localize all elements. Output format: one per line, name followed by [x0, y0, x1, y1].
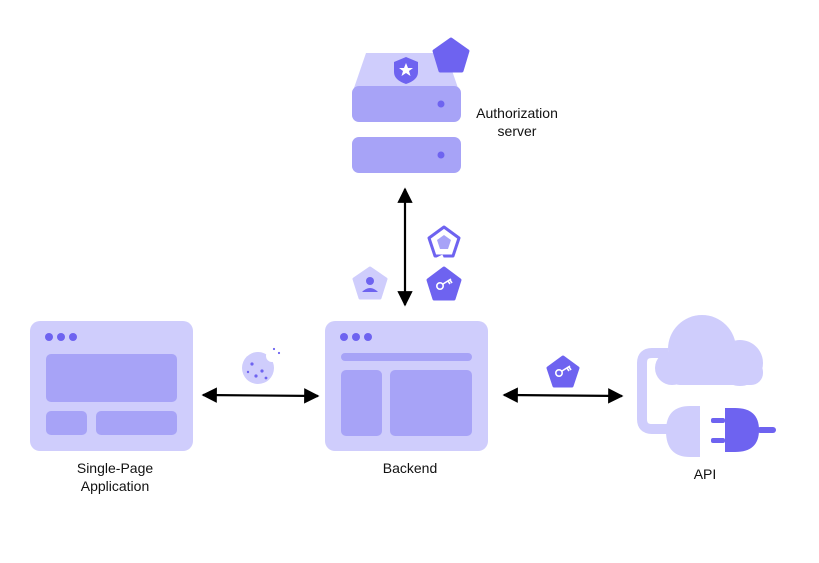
authorization-server-label-line2: server	[497, 123, 537, 139]
window-dot	[45, 333, 53, 341]
spa-window-icon	[30, 321, 193, 451]
server-led-upper	[437, 100, 445, 108]
spa-content-block	[46, 411, 87, 435]
spa-content-block	[46, 354, 177, 402]
cable	[637, 348, 668, 434]
plug-icon	[711, 408, 776, 452]
server-led-lower	[437, 151, 445, 159]
window-dot	[352, 333, 360, 341]
authorization-server-icon	[352, 37, 470, 173]
arrow-backend-api	[502, 387, 624, 404]
socket-plug	[666, 406, 700, 457]
api-icon	[637, 315, 776, 457]
cloud-icon	[655, 315, 763, 386]
window-dot	[69, 333, 77, 341]
spa-label-line2: Application	[80, 478, 150, 494]
backend-label: Backend	[382, 460, 438, 476]
arrow-spa-backend	[201, 387, 320, 404]
window-dot	[57, 333, 65, 341]
api-label: API	[693, 466, 717, 482]
cookie-icon	[242, 347, 281, 384]
spa-label-line1: Single-Page	[76, 460, 154, 476]
auth0-star	[399, 63, 413, 76]
backend-content-block	[390, 370, 472, 436]
authorization-server-label-line1: Authorization	[476, 105, 558, 121]
backend-content-block	[341, 370, 382, 436]
api-access-token-key-icon	[546, 355, 580, 388]
backend-content-block	[341, 353, 472, 361]
refresh-token-icon	[427, 225, 461, 261]
window-dot	[340, 333, 348, 341]
server-unit-lower	[352, 137, 461, 173]
backend-window-icon	[325, 321, 488, 451]
pentagon-badge-icon	[432, 37, 470, 73]
authorization-server-label: Authorization server	[452, 104, 582, 140]
user-token-icon	[352, 266, 388, 300]
server-unit-upper	[352, 86, 461, 122]
spa-content-block	[96, 411, 177, 435]
spa-label: Single-Page Application	[40, 459, 190, 495]
window-dot	[364, 333, 372, 341]
access-token-key-icon	[426, 266, 462, 301]
